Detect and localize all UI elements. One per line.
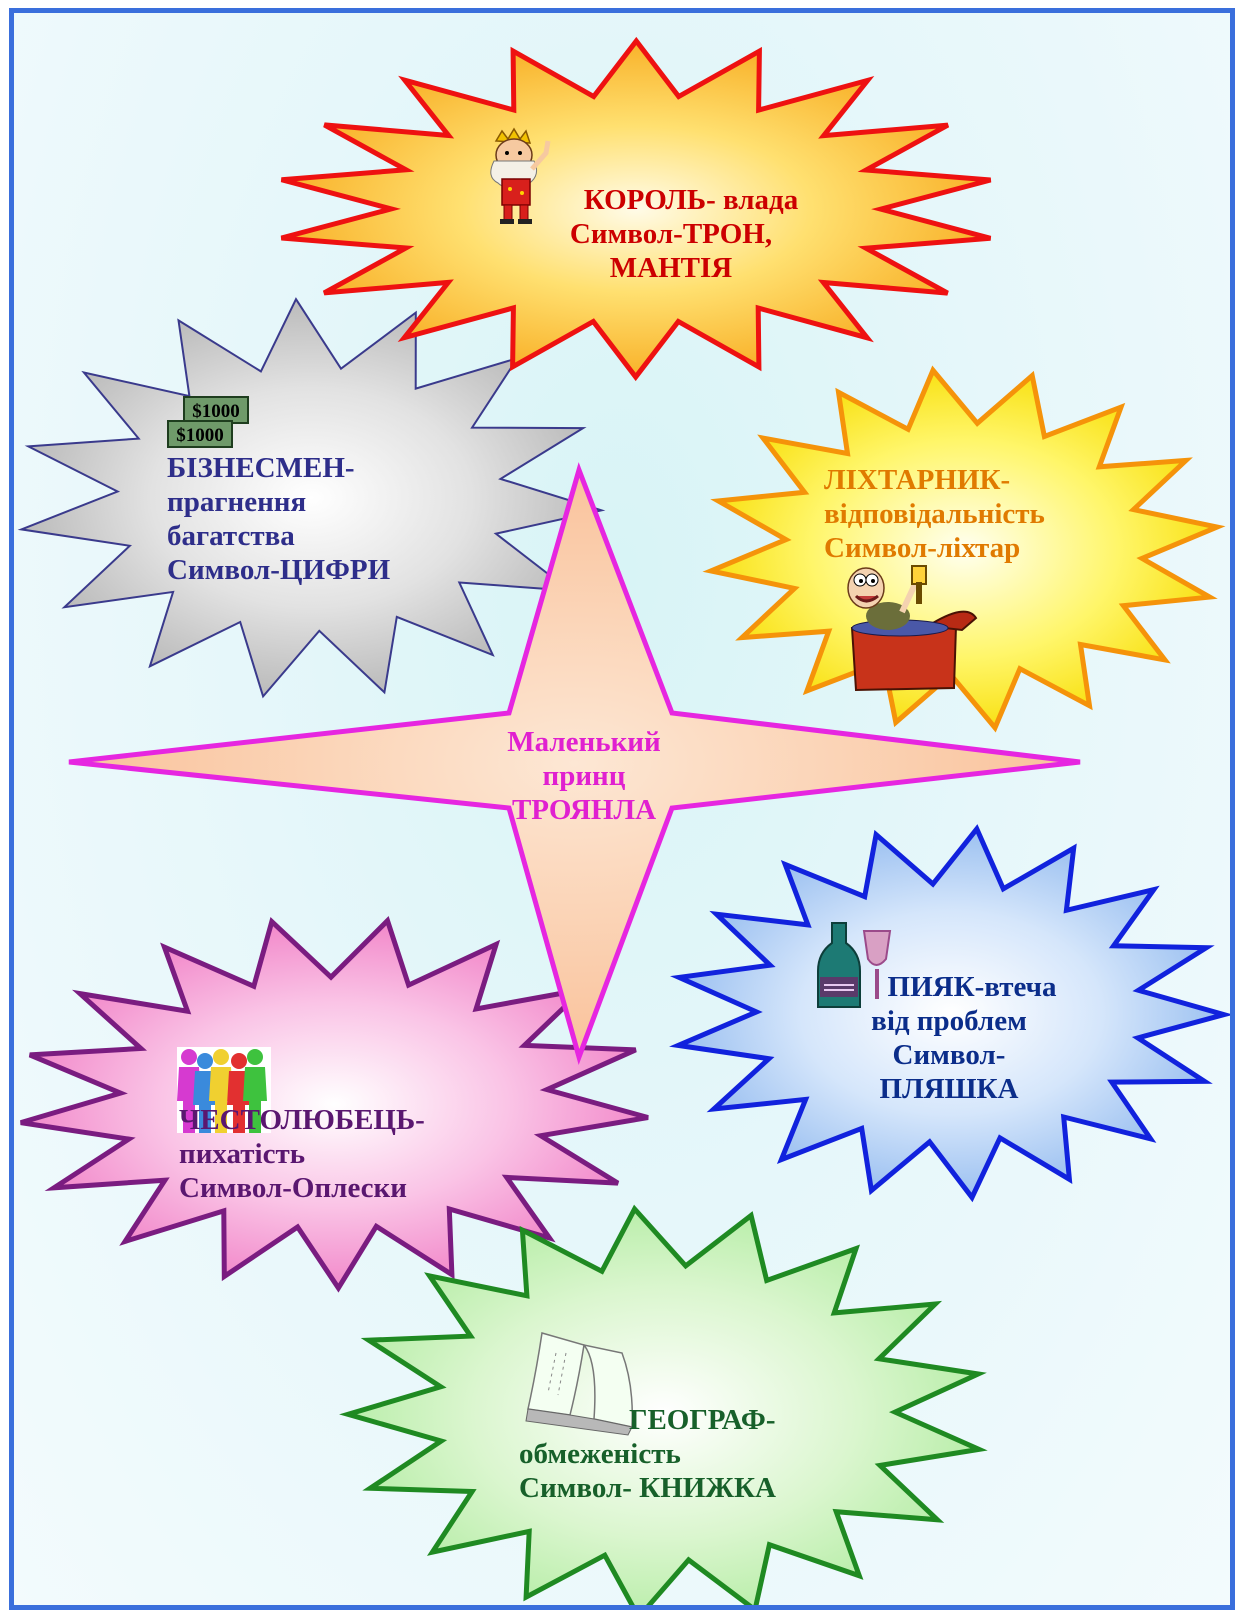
businessman-label-line-2: прагнення bbox=[167, 486, 307, 518]
lamplighter-icon bbox=[847, 565, 978, 692]
lamplighter-label-line-3: Символ-ліхтар bbox=[824, 532, 1021, 564]
vain-man-label-line-3: Символ-Оплески bbox=[179, 1172, 407, 1204]
drunkard-label-line-3: Символ- bbox=[892, 1039, 1006, 1071]
money-note-1: $1000 bbox=[192, 401, 240, 422]
drunkard-burst bbox=[669, 824, 1230, 1203]
person-body bbox=[209, 1067, 233, 1133]
geographer-burst bbox=[339, 1204, 988, 1605]
diagram-frame: $1000 $1000 bbox=[9, 8, 1235, 1610]
king-label-line-1: КОРОЛЬ- влада bbox=[583, 184, 799, 216]
little-prince-line-1: Маленький bbox=[507, 726, 661, 758]
lamplighter-label: ЛІХТАРНИК- відповідальність Символ-ліхта… bbox=[824, 463, 1045, 565]
bottle-icon bbox=[817, 922, 892, 1008]
businessman-label-line-4: Символ-ЦИФРИ bbox=[167, 554, 391, 586]
lamplighter-label-line-1: ЛІХТАРНИК- bbox=[824, 464, 1011, 496]
little-prince-line-3: ТРОЯНЛА bbox=[511, 794, 657, 826]
vain-man-label: ЧЕСТОЛЮБЕЦЬ- пихатість Символ-Оплески bbox=[179, 1103, 425, 1205]
geographer-label-line-3: Символ- КНИЖКА bbox=[519, 1472, 776, 1504]
diagram-canvas: $1000 $1000 bbox=[17, 36, 1230, 1605]
vain-man-label-line-2: пихатість bbox=[179, 1138, 306, 1170]
book-icon bbox=[525, 1332, 634, 1436]
king-label: КОРОЛЬ- влада Символ-ТРОН, МАНТІЯ bbox=[511, 183, 831, 285]
drunkard-label-line-2: від проблем bbox=[871, 1005, 1027, 1037]
vain-man-burst bbox=[20, 916, 649, 1293]
king-label-line-3: МАНТІЯ bbox=[609, 252, 733, 284]
person-head bbox=[197, 1053, 213, 1069]
vain-man-label-line-1: ЧЕСТОЛЮБЕЦЬ- bbox=[179, 1104, 425, 1136]
person-head bbox=[181, 1049, 197, 1065]
businessman-label: БІЗНЕСМЕН- прагнення багатства Символ-ЦИ… bbox=[167, 451, 390, 587]
lamplighter-label-line-2: відповідальність bbox=[824, 498, 1045, 530]
lamplighter-burst bbox=[702, 365, 1226, 733]
money-icon: $1000 $1000 bbox=[167, 396, 249, 448]
drunkard-label: ПИЯК-втеча від проблем Символ- ПЛЯШКА bbox=[804, 970, 1094, 1106]
geographer-label-line-1: ГЕОГРАФ- bbox=[629, 1404, 776, 1436]
little-prince-label: Маленький принц ТРОЯНЛА bbox=[434, 725, 734, 827]
king-burst bbox=[280, 36, 992, 382]
money-note-2: $1000 bbox=[176, 425, 224, 446]
businessman-label-line-1: БІЗНЕСМЕН- bbox=[167, 452, 355, 484]
little-prince-star bbox=[68, 462, 1081, 1066]
geographer-label-line-2: обмеженість bbox=[519, 1438, 681, 1470]
businessman-label-line-3: багатства bbox=[167, 520, 295, 552]
king-icon bbox=[490, 127, 551, 224]
person-head bbox=[213, 1049, 229, 1065]
drunkard-label-line-1: ПИЯК-втеча bbox=[887, 971, 1057, 1003]
geographer-label: ГЕОГРАФ- обмеженість Символ- КНИЖКА bbox=[519, 1403, 776, 1505]
person-head bbox=[247, 1049, 263, 1065]
drunkard-label-line-4: ПЛЯШКА bbox=[879, 1073, 1019, 1105]
people-icon bbox=[177, 1047, 271, 1133]
person-head bbox=[231, 1053, 247, 1069]
little-prince-line-2: принц bbox=[542, 760, 626, 792]
person-body bbox=[243, 1067, 267, 1133]
king-label-line-2: Символ-ТРОН, bbox=[569, 218, 773, 250]
